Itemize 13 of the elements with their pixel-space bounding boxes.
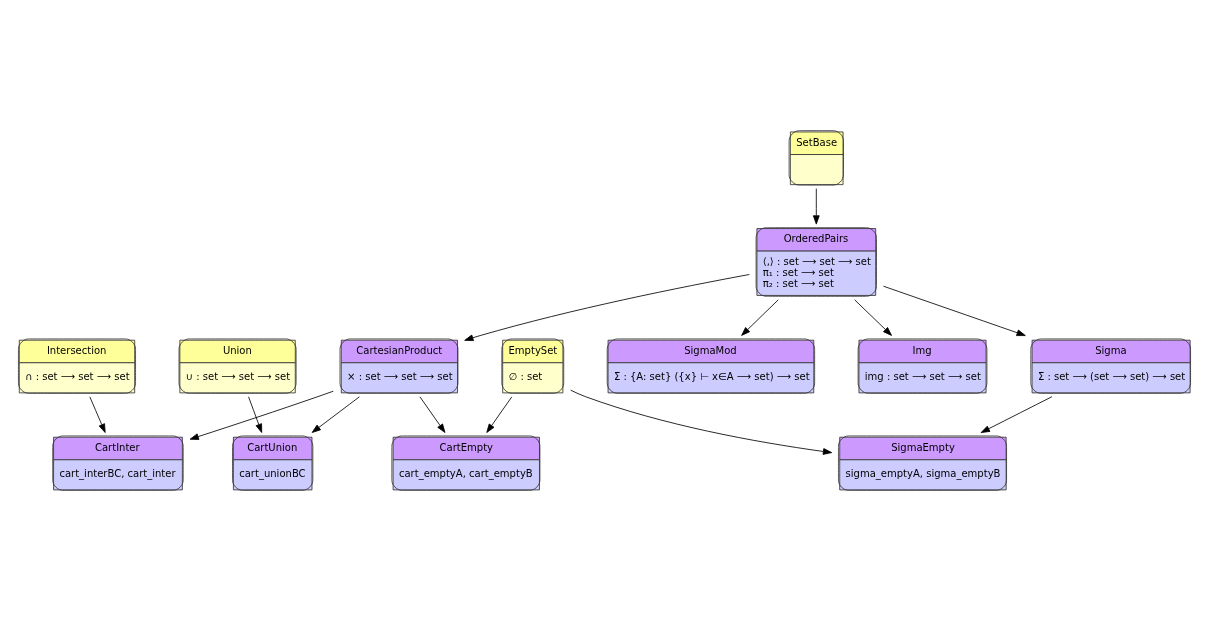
arrow <box>419 395 446 433</box>
arrow <box>486 395 513 433</box>
arrow <box>189 390 334 440</box>
arrow <box>570 389 833 455</box>
arrow <box>89 395 106 433</box>
arrow <box>854 298 892 336</box>
arrow <box>741 298 779 336</box>
arrow <box>311 395 360 433</box>
arrow <box>980 395 1053 433</box>
arrow <box>883 285 1026 336</box>
arrow <box>248 395 263 433</box>
arrow <box>464 273 750 341</box>
arrow <box>812 187 820 225</box>
